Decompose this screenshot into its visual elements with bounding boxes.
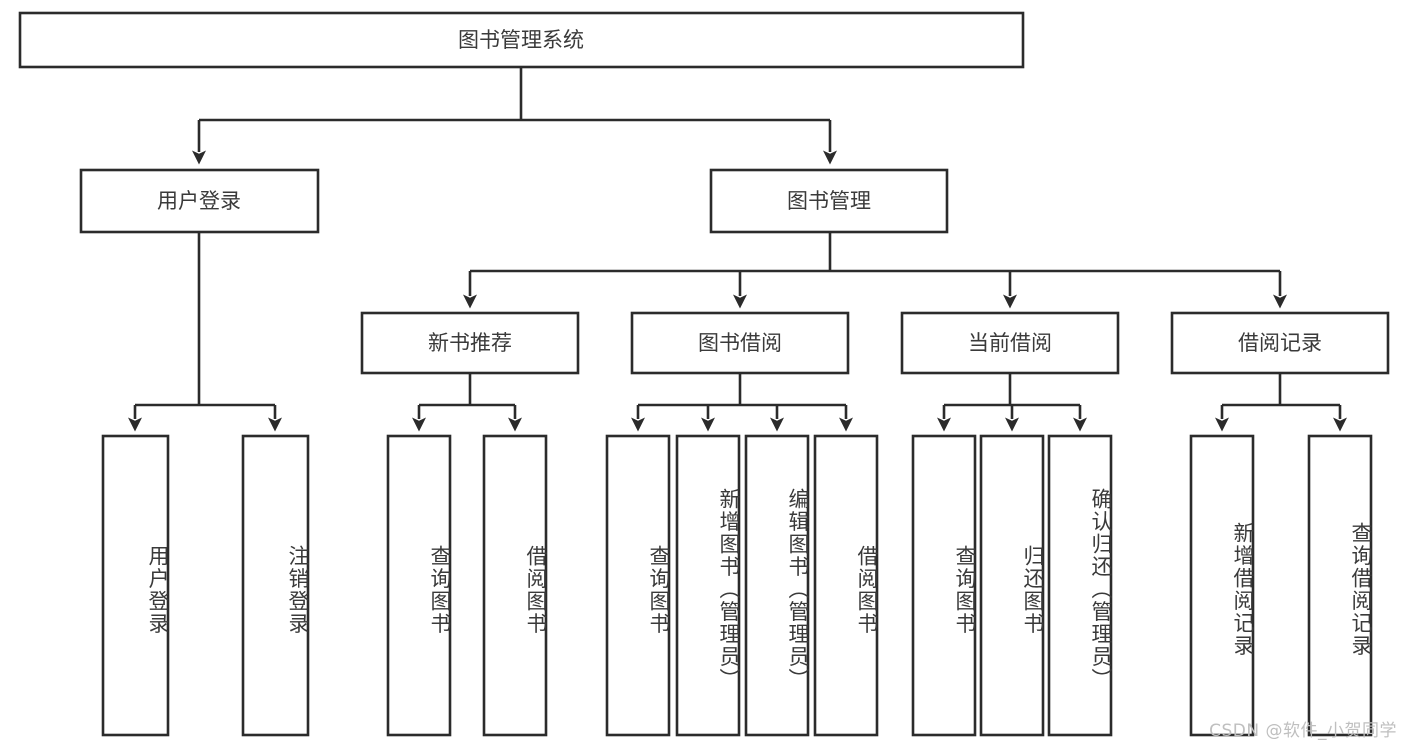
- node-current-borrow[interactable]: [900, 311, 1120, 375]
- leaf-box-borrow-book-2[interactable]: [813, 434, 879, 737]
- node-book-borrow[interactable]: [630, 311, 850, 375]
- node-new-book-rec[interactable]: [360, 311, 580, 375]
- label-borrow-record: 借阅记录: [1238, 331, 1322, 355]
- node-root[interactable]: [18, 11, 1025, 69]
- leaf-box-query-book-2[interactable]: [605, 434, 671, 737]
- label-book-borrow: 图书借阅: [698, 331, 782, 355]
- leaf-box-return-book[interactable]: [979, 434, 1045, 737]
- csdn-watermark: CSDN @软件_小贺同学: [1209, 721, 1397, 741]
- label-book-manage: 图书管理: [787, 189, 871, 213]
- leaf-box-user-login[interactable]: [101, 434, 170, 737]
- label-new-book-rec: 新书推荐: [428, 331, 512, 355]
- node-borrow-record[interactable]: [1170, 311, 1390, 375]
- leaf-box-confirm-return[interactable]: [1047, 434, 1113, 737]
- leaf-box-add-book[interactable]: [675, 434, 741, 737]
- leaf-box-query-book-3[interactable]: [911, 434, 977, 737]
- leaf-box-edit-book[interactable]: [744, 434, 810, 737]
- leaf-box-logout[interactable]: [241, 434, 310, 737]
- label-root: 图书管理系统: [458, 28, 584, 52]
- leaf-boxes: [101, 434, 1373, 737]
- leaf-box-query-book-1[interactable]: [386, 434, 452, 737]
- leaf-box-add-record[interactable]: [1189, 434, 1255, 737]
- label-user-login: 用户登录: [157, 189, 241, 213]
- node-book-manage[interactable]: [709, 168, 949, 234]
- label-current-borrow: 当前借阅: [968, 331, 1052, 355]
- leaf-box-borrow-book-1[interactable]: [482, 434, 548, 737]
- leaf-box-query-record[interactable]: [1307, 434, 1373, 737]
